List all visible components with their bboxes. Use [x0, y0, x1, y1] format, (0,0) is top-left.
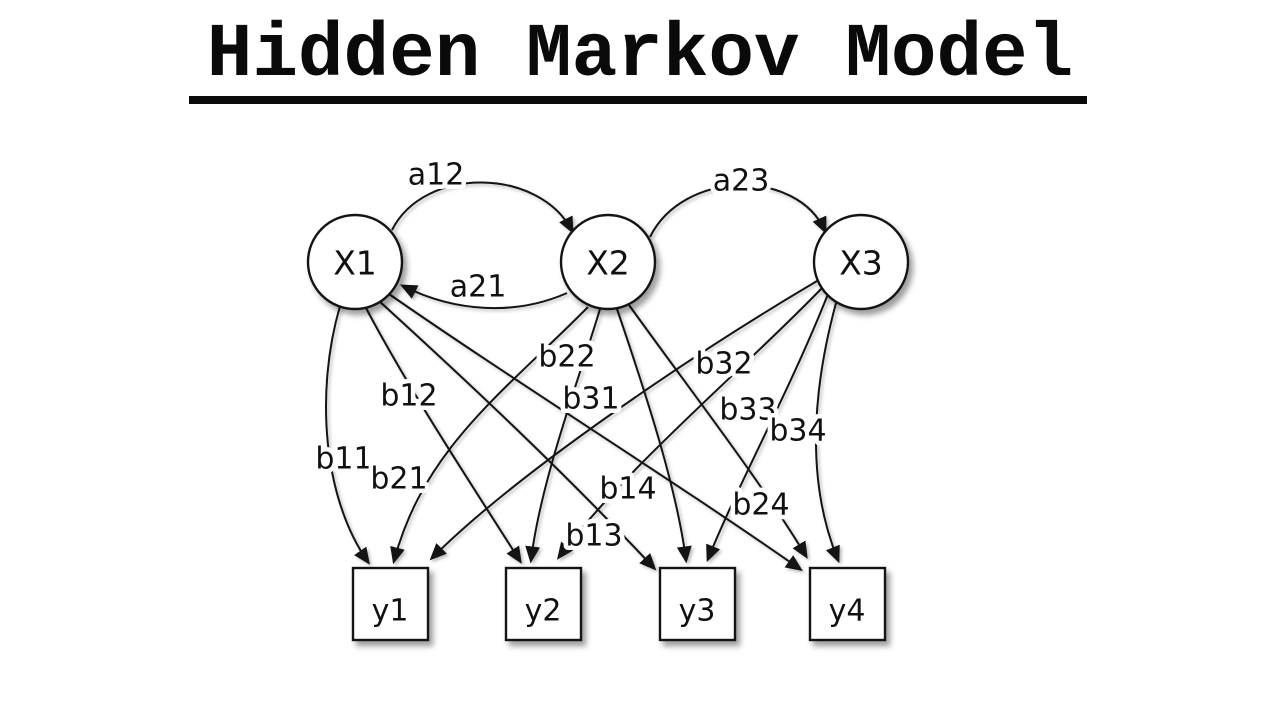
observation-node-y1: y1 [351, 566, 430, 642]
state-node-x1: X1 [306, 213, 404, 311]
state-circle-x1 [306, 213, 404, 311]
observation-box-y4 [808, 566, 887, 642]
state-label-x3: X3 [839, 244, 883, 283]
observation-box-y1 [351, 566, 430, 642]
observation-box-y2 [504, 566, 583, 642]
edge-b32-arrow [556, 287, 823, 560]
edge-b12-arrow [365, 307, 522, 564]
edge-a21-arrow [399, 284, 568, 310]
edge-label-b24: b24 [732, 488, 789, 523]
observation-label-y1: y1 [372, 594, 409, 629]
page-title: Hidden Markov Model [206, 12, 1074, 98]
edge-b31-arrow [429, 280, 818, 561]
edge-label-a12: a12 [408, 158, 465, 193]
edge-a12-arrow [391, 181, 574, 235]
edge-label-b32: b32 [695, 347, 752, 382]
edge-b34-arrow [814, 302, 840, 564]
edge-label-a23: a23 [713, 164, 770, 199]
observation-label-y3: y3 [679, 594, 716, 629]
nodes-layer: X1 X2 X3 y1 y2 y3 y4 [306, 213, 910, 642]
edge-labels-layer: a12 a23 a21 b11 b12 b13 b14 b21 b22 b24 … [311, 153, 831, 558]
observation-box-y3 [658, 566, 737, 642]
state-circle-x2 [559, 213, 657, 311]
edge-label-b21: b21 [370, 462, 427, 497]
observation-node-y2: y2 [504, 566, 583, 642]
state-circle-x3 [812, 213, 910, 311]
edges-layer [325, 181, 840, 571]
edge-b13-arrow [377, 299, 657, 571]
edge-a23-arrow [649, 184, 827, 238]
observation-label-y2: y2 [525, 594, 562, 629]
edge-label-b33: b33 [719, 393, 776, 428]
edge-label-a21: a21 [450, 270, 507, 305]
observation-label-y4: y4 [829, 594, 866, 629]
edge-b14-arrow [388, 293, 803, 571]
edge-b33-arrow [706, 293, 829, 563]
edge-label-b12: b12 [380, 379, 437, 414]
edge-x2-y3-arrow [616, 308, 692, 564]
state-label-x1: X1 [333, 244, 377, 283]
observation-node-y4: y4 [808, 566, 887, 642]
edge-label-b11: b11 [315, 442, 372, 477]
edge-b21-arrow [390, 306, 589, 565]
title-underline [189, 96, 1087, 104]
state-node-x2: X2 [559, 213, 657, 311]
edge-b24-arrow [628, 304, 808, 559]
edge-b11-arrow [325, 305, 370, 565]
state-node-x3: X3 [812, 213, 910, 311]
edge-label-b34: b34 [769, 414, 826, 449]
edge-b22-arrow [525, 308, 601, 564]
edge-label-b13: b13 [565, 519, 622, 554]
edge-label-b31: b31 [562, 382, 619, 417]
edge-label-b14: b14 [599, 472, 656, 507]
state-label-x2: X2 [586, 244, 630, 283]
observation-node-y3: y3 [658, 566, 737, 642]
edge-label-b22: b22 [538, 340, 595, 375]
